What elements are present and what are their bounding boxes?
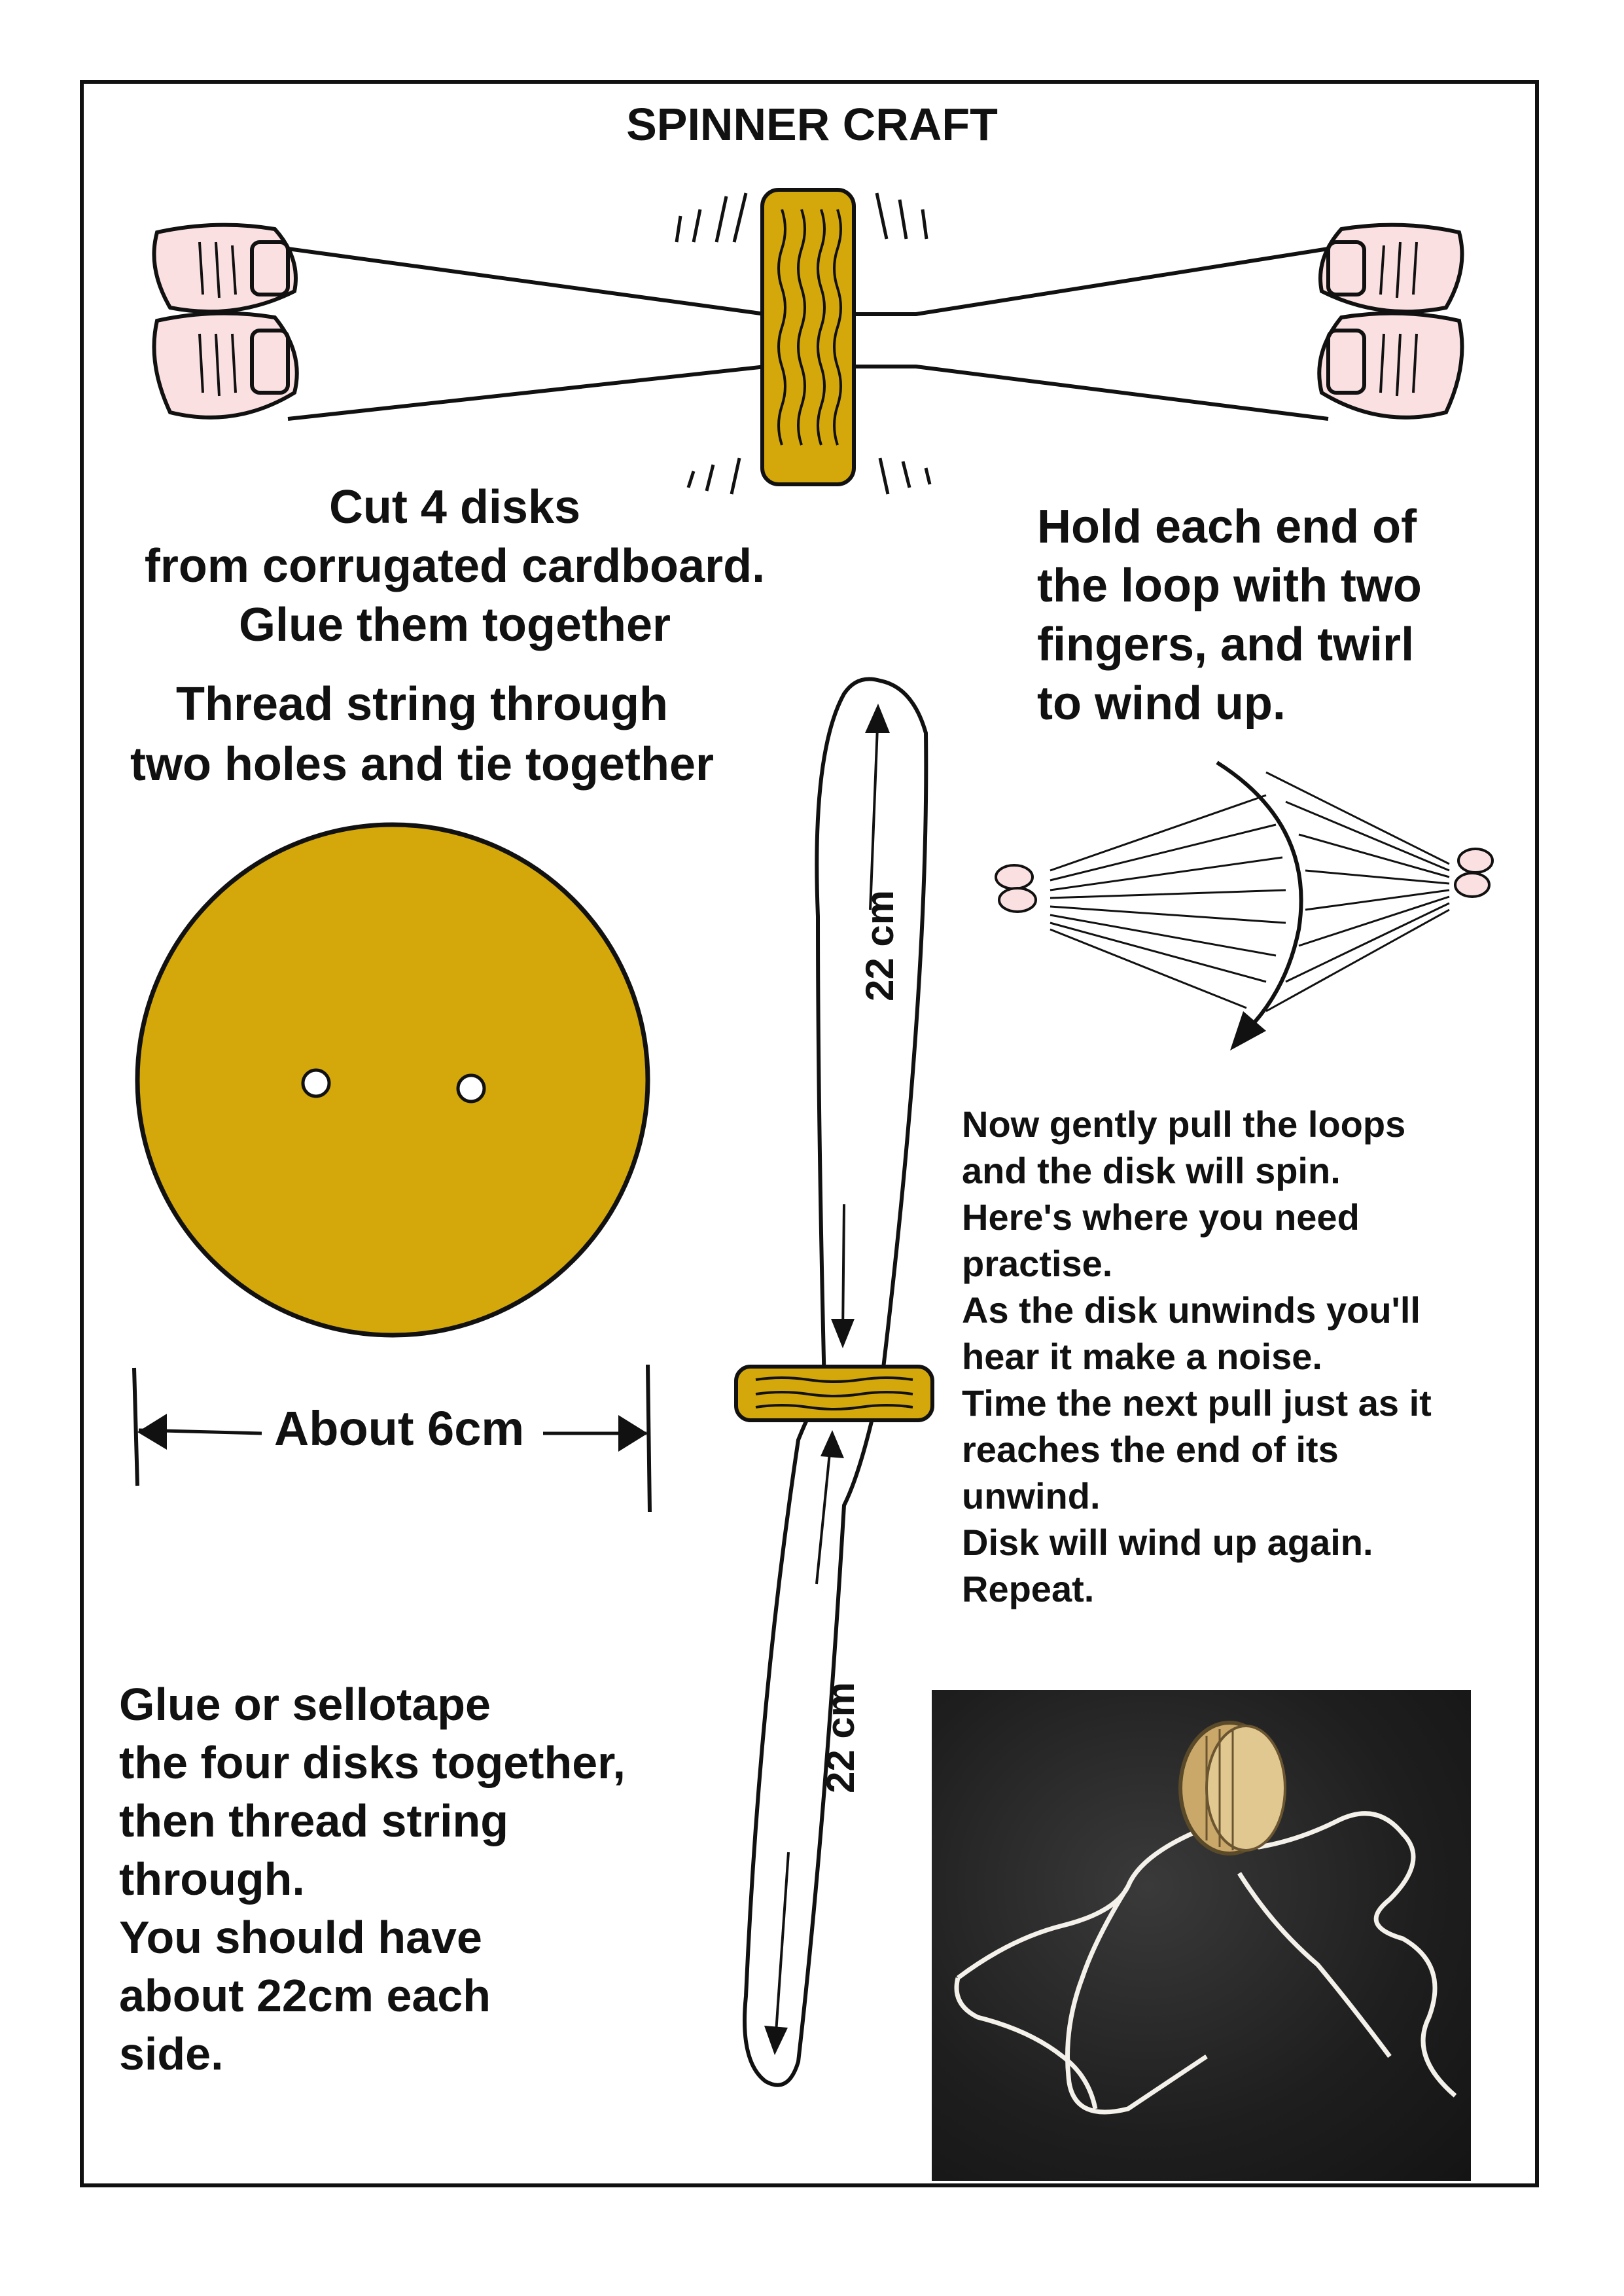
page-border [80,80,1539,2187]
diameter-dimension [132,1364,652,1513]
right-hand-icon [1317,223,1464,420]
length-label-top: 22 cm [858,889,902,1001]
string-loop-illustration [734,677,934,2087]
left-hand-icon [152,223,299,420]
top-spinner-illustration [152,188,1464,495]
diameter-label: About 6cm [262,1401,537,1456]
hold-loop-instruction: Hold each end of the loop with two finge… [1037,501,1422,730]
spinner-photo-drawing [954,1721,1457,2115]
cut-disks-instruction: Cut 4 disks from corrugated cardboard. G… [144,481,766,651]
glue-disks-instruction: Glue or sellotape the four disks togethe… [119,1679,626,2079]
page-title: SPINNER CRAFT [626,99,998,150]
pull-loops-instruction: Now gently pull the loops and the disk w… [962,1103,1432,1609]
disk-on-string-icon [734,1365,934,1422]
length-label-bottom: 22 cm [819,1681,862,1793]
spinning-disk-icon [675,188,932,495]
thread-string-instruction: Thread string through two holes and tie … [130,678,715,791]
winding-diagram [995,761,1494,1050]
cardboard-disk-icon [135,822,650,1338]
spinner-photo [932,1690,1471,2181]
